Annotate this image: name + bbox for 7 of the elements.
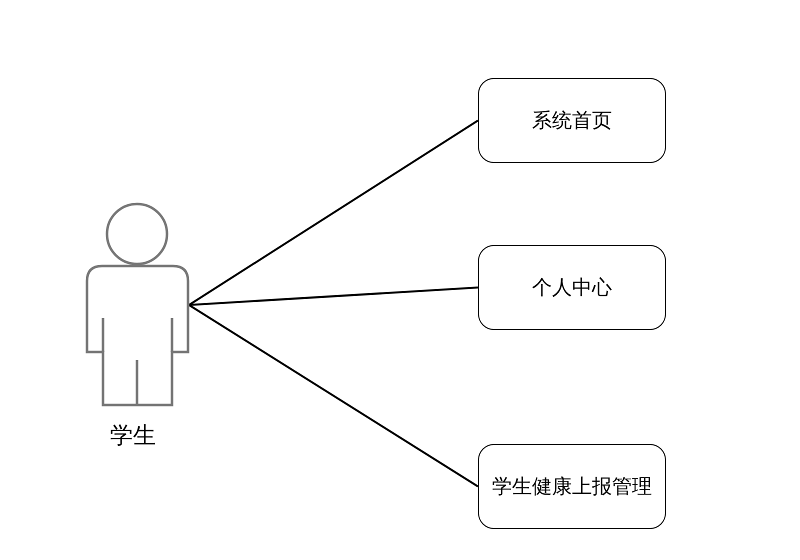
association-line [188,286,478,306]
actor-label: 学生 [110,422,156,451]
association-line [188,304,479,488]
association-line [188,120,479,306]
use-case-box: 学生健康上报管理 [478,444,666,529]
use-case-box: 系统首页 [478,78,666,163]
use-case-box: 个人中心 [478,245,666,330]
